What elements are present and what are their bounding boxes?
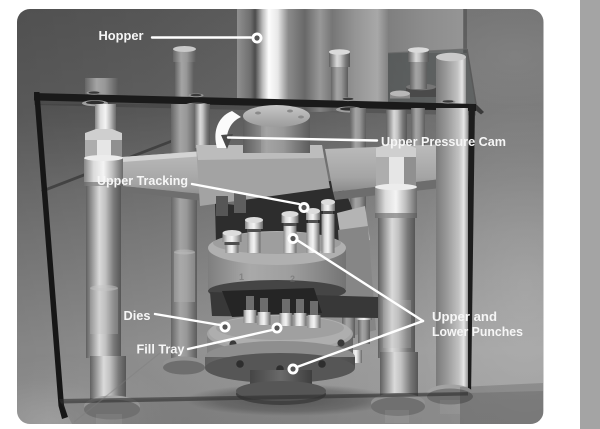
svg-text:2: 2 [290,274,295,284]
svg-text:Hopper: Hopper [99,28,144,43]
svg-text:Upper and: Upper and [432,309,497,324]
svg-text:1: 1 [239,272,244,282]
svg-text:Lower Punches: Lower Punches [432,324,523,339]
svg-text:Fill Tray: Fill Tray [137,342,186,357]
svg-text:Upper Tracking: Upper Tracking [97,173,188,188]
svg-text:Dies: Dies [124,308,151,323]
svg-text:Upper Pressure Cam: Upper Pressure Cam [381,134,506,149]
